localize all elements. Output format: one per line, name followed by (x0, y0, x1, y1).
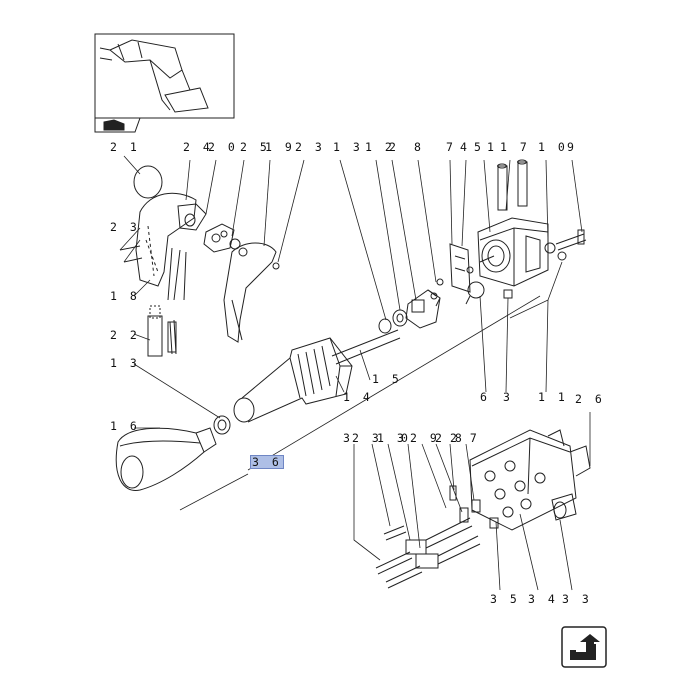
nut-11[interactable] (557, 251, 567, 261)
valve-housing-1[interactable] (477, 217, 549, 299)
switch-20[interactable] (177, 203, 207, 231)
callout-7[interactable]: 7 (446, 140, 456, 154)
shaft-15[interactable] (331, 329, 401, 365)
callout-23-left[interactable]: 2 3 (110, 220, 140, 234)
wire-bundle[interactable] (167, 247, 187, 301)
plate-7[interactable] (430, 243, 495, 305)
callout-8[interactable]: 8 (414, 140, 424, 154)
callout-21[interactable]: 2 1 (110, 140, 140, 154)
catalog-book-icon[interactable] (94, 117, 141, 133)
callout-22[interactable]: 2 2 (110, 328, 140, 342)
callout-3-bottom[interactable]: 3 (343, 431, 353, 445)
block-2[interactable] (405, 289, 441, 329)
callout-1[interactable]: 1 (487, 140, 497, 154)
ring-13[interactable] (213, 415, 231, 435)
bracket-25[interactable] (203, 223, 235, 253)
callout-2[interactable]: 2 (389, 140, 399, 154)
pin-22[interactable] (147, 305, 163, 357)
pins-17[interactable] (497, 159, 528, 211)
washer-10[interactable] (544, 242, 556, 254)
callout-34[interactable]: 3 4 (528, 592, 558, 606)
callout-13-top[interactable]: 1 3 (333, 140, 363, 154)
callout-4[interactable]: 4 (460, 140, 470, 154)
screw-23-left[interactable] (119, 245, 143, 263)
spool-right[interactable] (385, 535, 481, 589)
return-arrow-icon[interactable] (561, 626, 607, 668)
callout-9[interactable]: 9 (567, 140, 577, 154)
lever-19[interactable] (223, 242, 277, 343)
knob-16[interactable] (115, 427, 217, 491)
callout-23-bottom[interactable]: 2 3 (352, 431, 382, 445)
callout-28[interactable]: 2 8 (435, 431, 465, 445)
callout-13-bottom[interactable]: 1 3 (377, 431, 407, 445)
callout-36-highlighted[interactable]: 3 6 (250, 455, 284, 469)
cover-18[interactable] (135, 192, 197, 287)
callout-20[interactable]: 2 0 (208, 140, 238, 154)
callout-25[interactable]: 2 5 (240, 140, 270, 154)
callout-12[interactable]: 1 2 (365, 140, 395, 154)
callout-33[interactable]: 3 3 (562, 592, 592, 606)
callout-29[interactable]: 2 9 (410, 431, 440, 445)
callout-17[interactable]: 1 7 (500, 140, 530, 154)
callout-16[interactable]: 1 6 (110, 419, 140, 433)
callout-14[interactable]: 1 4 (343, 390, 373, 404)
screw-23[interactable] (272, 262, 280, 270)
callout-3-top[interactable]: 3 (503, 390, 513, 404)
callout-23-top[interactable]: 2 3 (295, 140, 325, 154)
callout-13-left[interactable]: 1 3 (110, 356, 140, 370)
callout-26[interactable]: 2 6 (575, 392, 605, 406)
callout-6[interactable]: 6 (480, 390, 490, 404)
valve-bank[interactable] (469, 429, 591, 531)
callout-10[interactable]: 1 0 (538, 140, 568, 154)
loader-thumbnail[interactable] (94, 33, 235, 119)
callout-19[interactable]: 1 9 (265, 140, 295, 154)
callout-35[interactable]: 3 5 (490, 592, 520, 606)
bolt-9[interactable] (555, 233, 587, 251)
callout-5[interactable]: 5 (474, 140, 484, 154)
callout-11[interactable]: 1 1 (538, 390, 568, 404)
callout-24[interactable]: 2 4 (183, 140, 213, 154)
screw-23-bottom[interactable] (383, 525, 407, 541)
callout-27[interactable]: 2 7 (450, 431, 480, 445)
cap-21[interactable] (133, 165, 163, 199)
callout-15[interactable]: 1 5 (372, 372, 402, 386)
callout-18[interactable]: 1 8 (110, 289, 140, 303)
boot-14[interactable] (233, 337, 353, 423)
callout-0[interactable]: 0 (401, 431, 411, 445)
